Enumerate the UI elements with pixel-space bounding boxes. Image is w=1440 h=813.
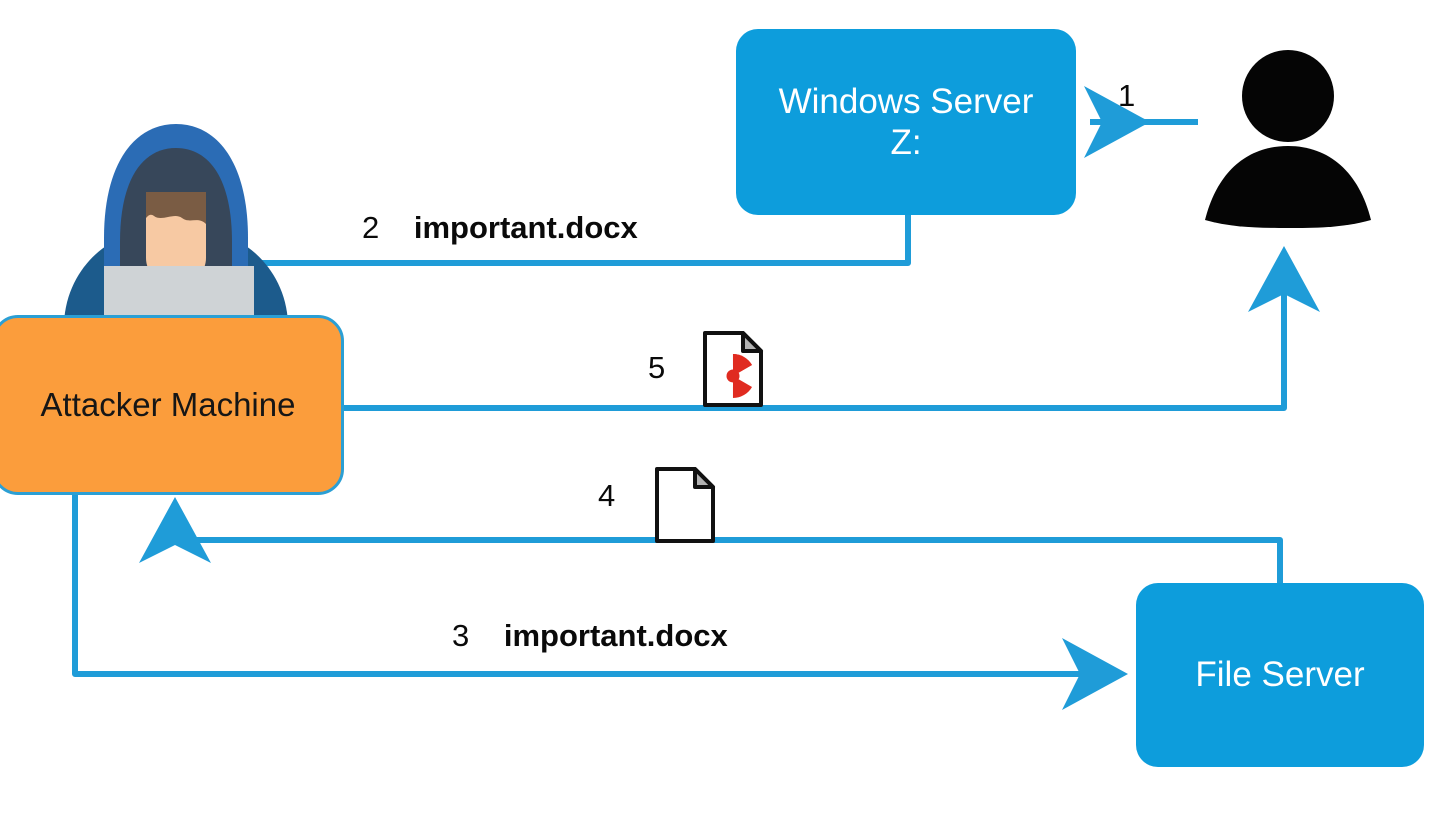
user-body <box>1205 146 1371 228</box>
connector-step-4 <box>139 497 1283 583</box>
trefoil-blade-2 <box>732 354 753 376</box>
user-silhouette-icon <box>1205 50 1371 228</box>
node-windows-server-label-line2: Z: <box>890 123 922 162</box>
node-attacker-machine[interactable]: Attacker Machine <box>0 315 344 495</box>
infected-document-folded-corner <box>741 331 763 353</box>
step-3-filename: important.docx <box>503 618 728 653</box>
step-2-filename: important.docx <box>413 210 638 245</box>
node-windows-server-label-line1: Windows Server <box>778 81 1034 121</box>
trefoil-blade-3 <box>732 376 753 398</box>
trefoil-gap-1 <box>714 365 752 376</box>
node-file-server-label: File Server <box>1195 655 1365 695</box>
step-4-number: 4 <box>598 478 616 513</box>
step-label-2: 2 important.docx <box>362 210 638 246</box>
document-icon <box>655 467 715 543</box>
infected-document-icon <box>703 331 763 407</box>
connector-step-5 <box>344 246 1320 411</box>
user-head <box>1242 50 1334 142</box>
step-2-number: 2 <box>362 210 380 245</box>
trefoil-center <box>726 369 740 383</box>
step-5-number: 5 <box>648 350 666 385</box>
node-windows-server[interactable]: Windows Server Z: <box>736 29 1076 215</box>
node-attacker-machine-label: Attacker Machine <box>40 385 296 423</box>
step-1-number: 1 <box>1118 78 1136 113</box>
step-label-5: 5 <box>648 350 665 386</box>
connector-step-3 <box>72 495 1128 710</box>
node-file-server[interactable]: File Server <box>1136 583 1424 767</box>
hacker-brow <box>146 192 206 224</box>
step-label-4: 4 <box>598 478 615 514</box>
step-label-1: 1 <box>1118 78 1135 114</box>
document-folded-corner <box>693 467 715 489</box>
step-label-3: 3 important.docx <box>452 618 728 654</box>
step-3-number: 3 <box>452 618 470 653</box>
radioactive-trefoil-icon <box>714 354 753 398</box>
